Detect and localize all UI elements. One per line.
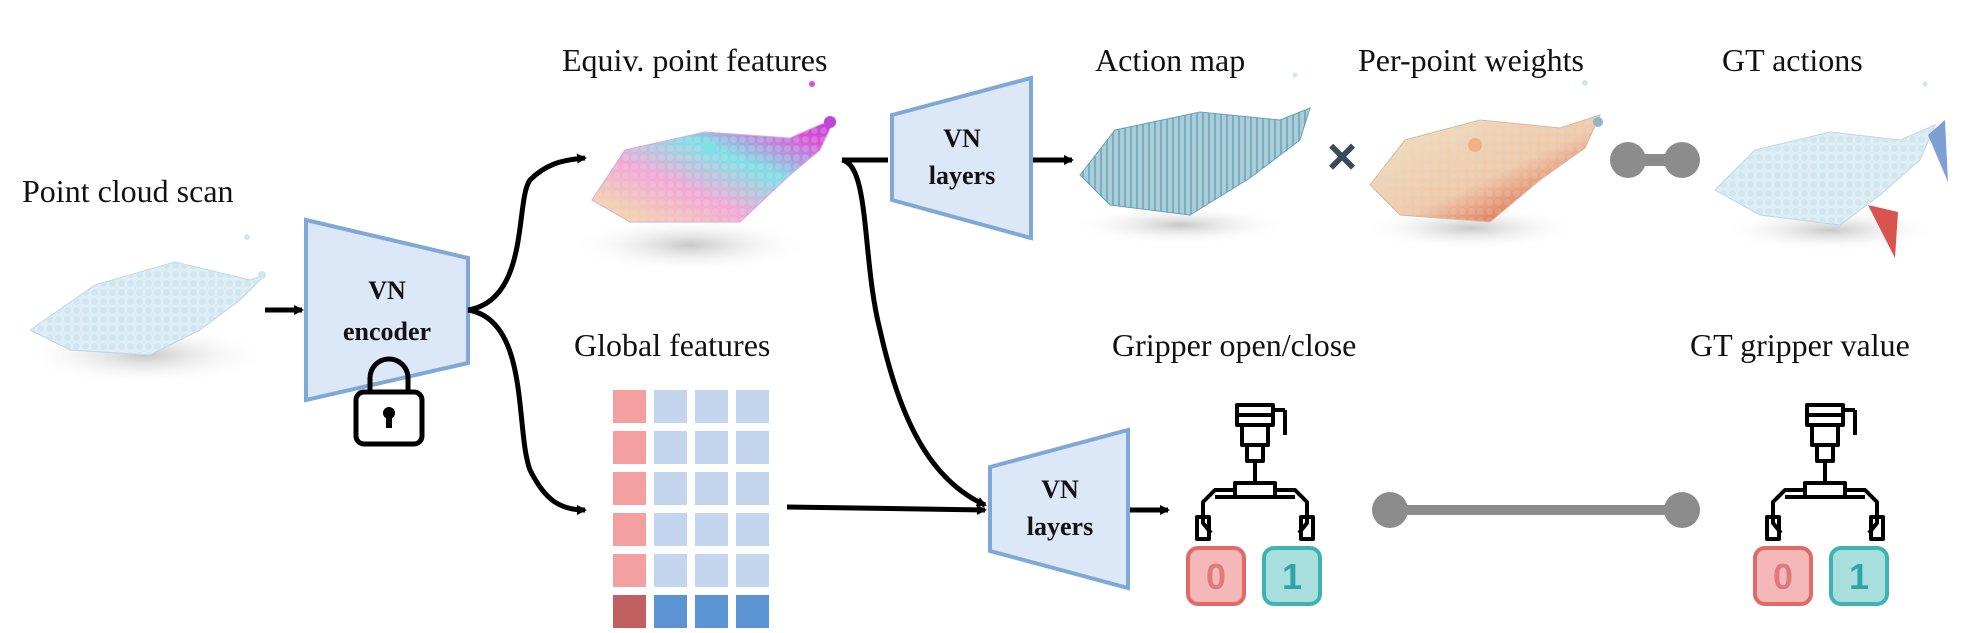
loss-connector-bottom <box>1372 492 1700 528</box>
global-features-grid <box>613 390 769 628</box>
arrow-global-to-bottom-layers <box>786 504 987 515</box>
global-feature-cell <box>613 513 646 546</box>
global-feature-cell <box>736 472 769 505</box>
global-feature-cell <box>695 595 728 628</box>
gt-action-arrow-red <box>1868 205 1898 258</box>
global-feature-cell <box>736 431 769 464</box>
global-feature-cell <box>654 554 687 587</box>
global-feature-cell <box>736 513 769 546</box>
label-equiv-point-features: Equiv. point features <box>562 42 828 78</box>
action-map-image <box>1070 72 1311 245</box>
global-feature-cell <box>654 390 687 423</box>
vn-encoder-block: VN encoder <box>304 217 470 403</box>
vn-layers-bottom-block: VN layers <box>988 427 1130 591</box>
vn-layers-top-block: VN layers <box>890 75 1033 241</box>
per-point-weights-image <box>1360 80 1603 250</box>
global-feature-cell <box>613 472 646 505</box>
gt-action-arrow-blue <box>1928 120 1948 182</box>
global-feature-cell <box>654 513 687 546</box>
global-feature-cell <box>654 431 687 464</box>
arrow-encoder-to-global-features <box>467 307 587 515</box>
global-feature-cell <box>695 390 728 423</box>
global-feature-cell <box>654 472 687 505</box>
gt-actions-image <box>1714 81 1948 258</box>
vn-layers-bottom-label-line1: VN <box>1041 475 1079 504</box>
point-cloud-scan-image <box>20 234 270 385</box>
global-feature-cell <box>695 472 728 505</box>
badge-open-gt <box>1829 546 1889 606</box>
label-global-features: Global features <box>574 327 771 363</box>
badge-closed-predicted-text: 0 <box>1206 556 1226 597</box>
global-feature-cell <box>736 595 769 628</box>
vn-encoder-label-line2: encoder <box>343 317 431 346</box>
label-gripper-open-close: Gripper open/close <box>1112 327 1357 363</box>
badge-closed-gt-text: 0 <box>1773 556 1793 597</box>
loss-connector-top <box>1610 142 1700 178</box>
badge-open-predicted <box>1262 546 1322 606</box>
gripper-icon-predicted <box>1195 403 1315 541</box>
global-feature-cell <box>613 390 646 423</box>
badge-open-predicted-text: 1 <box>1282 556 1302 597</box>
lock-icon <box>353 356 425 447</box>
label-point-cloud-scan: Point cloud scan <box>22 173 234 209</box>
vn-layers-top-label-line2: layers <box>929 161 995 190</box>
gripper-icon-ground-truth <box>1765 403 1885 541</box>
global-feature-cell <box>736 554 769 587</box>
gripper-badges-predicted: 0 1 <box>1186 546 1322 606</box>
label-per-point-weights: Per-point weights <box>1358 42 1584 78</box>
global-feature-cell <box>613 431 646 464</box>
global-feature-cell <box>654 595 687 628</box>
badge-open-gt-text: 1 <box>1849 556 1869 597</box>
global-feature-cell <box>613 595 646 628</box>
equiv-point-features-image <box>570 81 837 273</box>
vn-layers-top-label-line1: VN <box>943 124 981 153</box>
global-feature-cell <box>695 554 728 587</box>
global-feature-cell <box>736 390 769 423</box>
vn-encoder-label-line1: VN <box>368 276 406 305</box>
vn-layers-bottom-label-line2: layers <box>1027 512 1093 541</box>
label-gt-gripper-value: GT gripper value <box>1690 327 1910 363</box>
global-feature-cell <box>695 513 728 546</box>
badge-closed-predicted <box>1186 546 1246 606</box>
gripper-badges-ground-truth: 0 1 <box>1753 546 1889 606</box>
arrow-encoder-to-point-features <box>467 153 587 313</box>
badge-closed-gt <box>1753 546 1813 606</box>
label-gt-actions: GT actions <box>1722 42 1863 78</box>
label-action-map: Action map <box>1095 42 1246 78</box>
multiply-operator: × <box>1327 128 1357 186</box>
global-feature-cell <box>695 431 728 464</box>
global-feature-cell <box>613 554 646 587</box>
arrow-features-to-bottom-layers <box>841 157 987 508</box>
